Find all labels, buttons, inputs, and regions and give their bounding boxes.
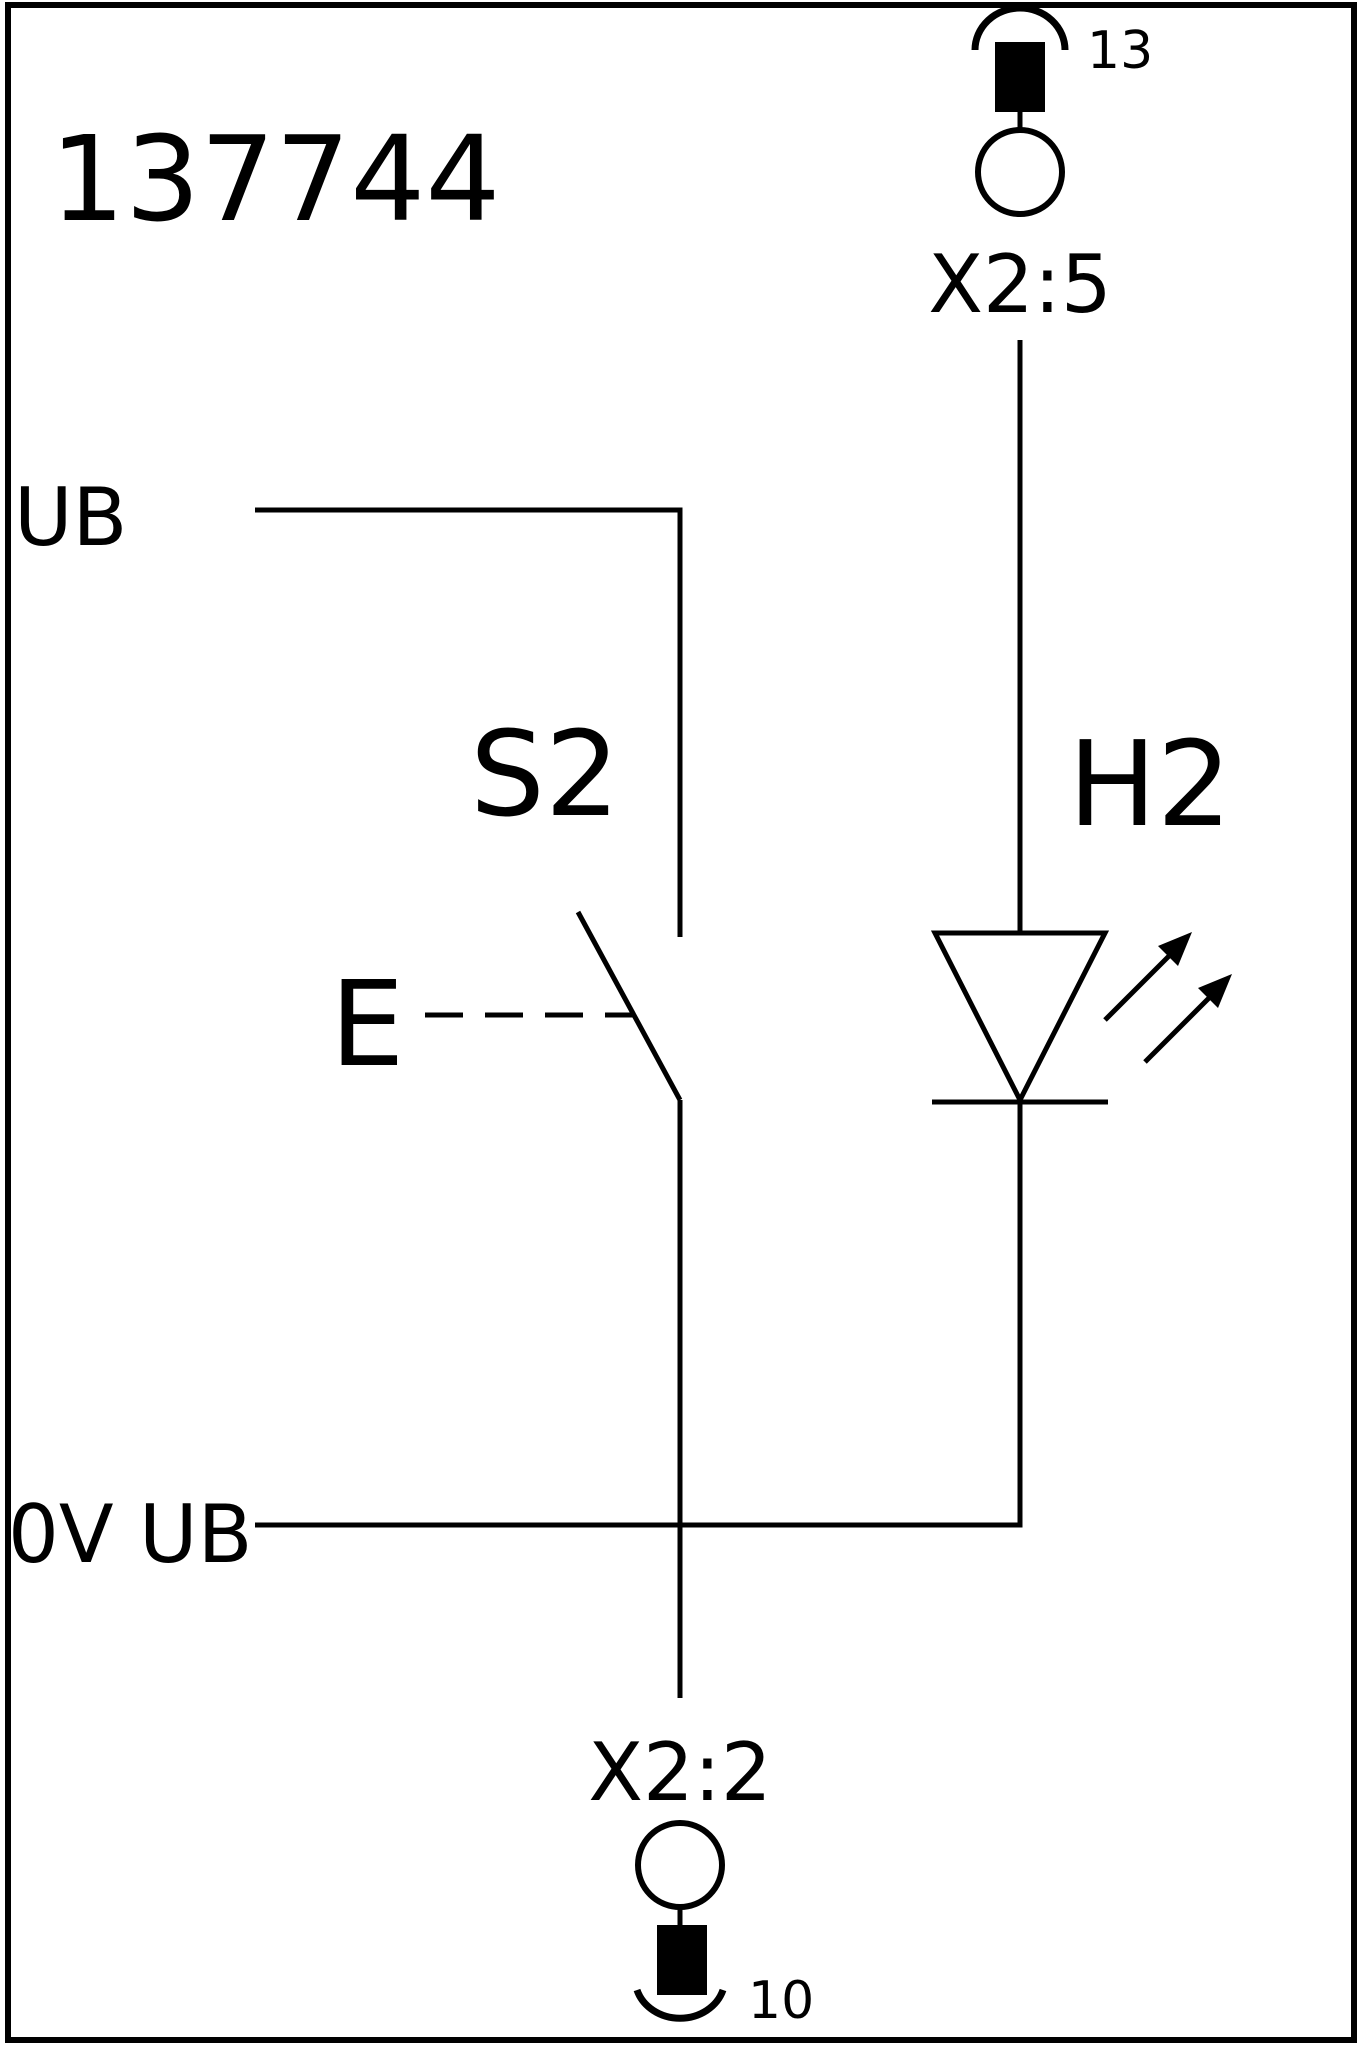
terminal-top-pin-number: 13 [1087, 21, 1153, 81]
part-number: 137744 [50, 110, 500, 248]
terminal-top-clip [971, 4, 1069, 51]
terminal-top: 13 X2:5 [928, 4, 1153, 331]
terminal-bottom-connector [635, 1820, 725, 1910]
device-frame [5, 2, 1357, 2043]
led-diode-triangle [930, 930, 1110, 1106]
actuator-label: E [330, 955, 405, 1093]
supply-wire [255, 507, 683, 937]
terminal-top-pin-block [995, 42, 1045, 112]
terminal-top-connector [975, 127, 1065, 217]
terminal-top-label: X2:5 [928, 238, 1112, 331]
terminal-bottom-pin-block [657, 1925, 707, 1995]
lamp-ground-wire [255, 1102, 1023, 1528]
terminal-bottom-label: X2:2 [588, 1726, 772, 1819]
terminal-bottom-clip [633, 1988, 727, 2022]
led-light-arrows-icon [1103, 932, 1232, 1064]
switch-label: S2 [470, 705, 620, 843]
terminal-bottom-pin-number: 10 [748, 1971, 814, 2031]
switch-contact-blade [575, 910, 683, 1102]
terminal-bottom: X2:2 10 [588, 1726, 814, 2031]
lamp-label: H2 [1068, 715, 1232, 853]
supply-label: UB [14, 471, 127, 564]
ground-label: 0V UB [8, 1488, 253, 1581]
